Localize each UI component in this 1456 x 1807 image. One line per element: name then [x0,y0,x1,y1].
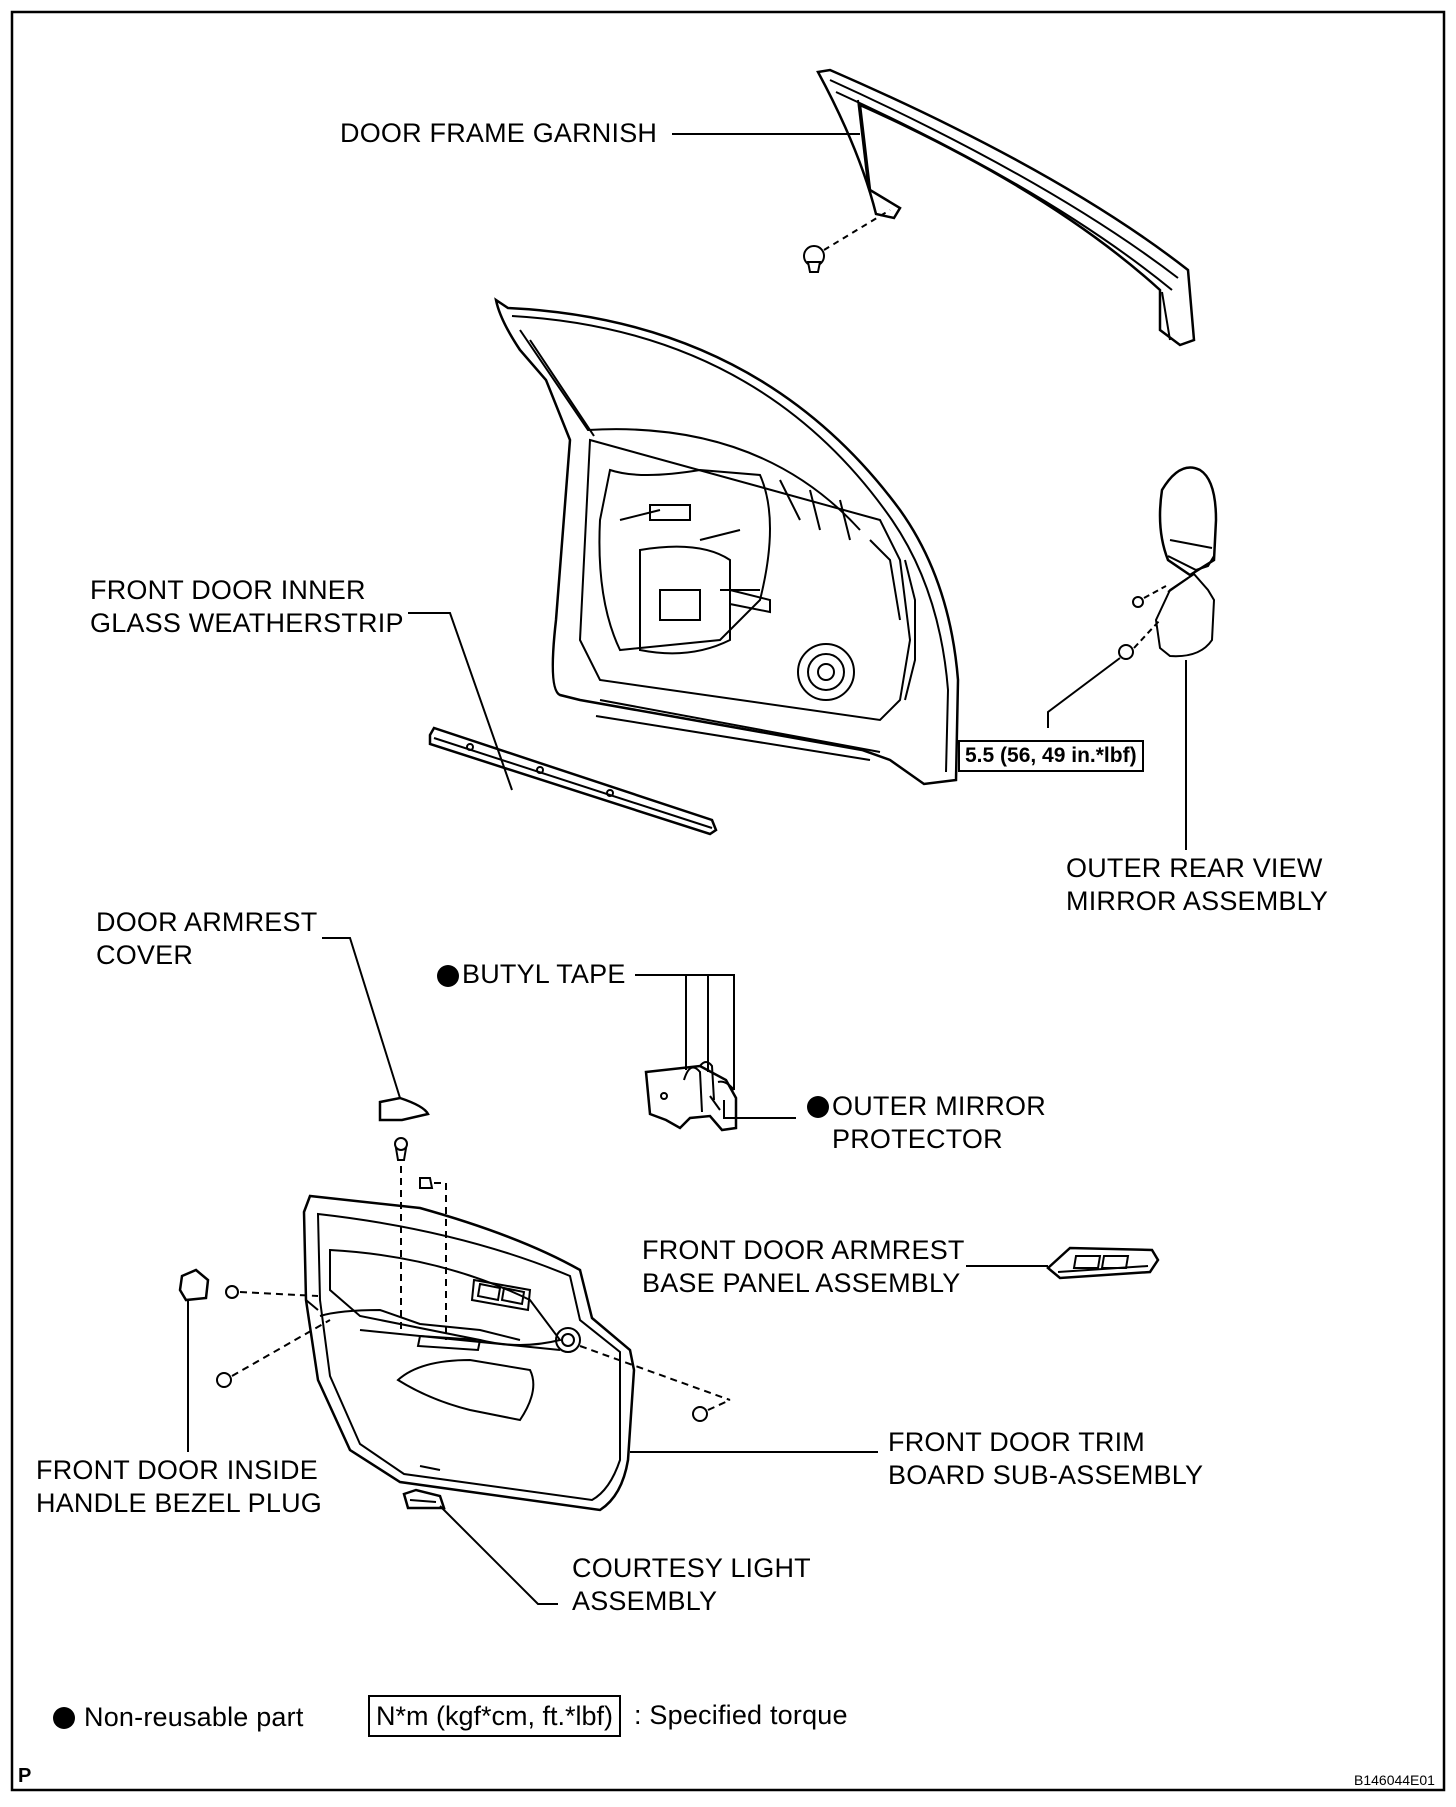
legend-torque-format: N*m (kgf*cm, ft.*lbf) [376,1701,614,1731]
non-reusable-dot-butyl [437,965,459,987]
non-reusable-dot-protector [807,1096,829,1118]
label-outer-mirror: OUTER REAR VIEW MIRROR ASSEMBLY [1066,852,1328,918]
legend-bullet-icon [53,1707,75,1729]
figure-id: B146044E01 [1354,1772,1435,1788]
label-line-2: HANDLE BEZEL PLUG [36,1488,322,1518]
legend-torque-desc: : Specified torque [634,1699,848,1732]
legend-text: : Specified torque [634,1700,848,1730]
label-line-1: DOOR ARMREST [96,907,318,937]
torque-spec-box: 5.5 (56, 49 in.*lbf) [958,740,1144,772]
trim-screws [216,1137,731,1422]
leader-armrest-cover [322,937,401,1099]
label-mirror-protector: OUTER MIRROR PROTECTOR [832,1090,1046,1156]
armrest-base-part [1046,1246,1160,1280]
label-line-1: FRONT DOOR TRIM [888,1427,1145,1457]
label-line-2: BOARD SUB-ASSEMBLY [888,1460,1204,1490]
label-line-1: OUTER REAR VIEW [1066,853,1323,883]
label-line-1: OUTER MIRROR [832,1091,1046,1121]
label-armrest-base: FRONT DOOR ARMREST BASE PANEL ASSEMBLY [642,1234,965,1300]
label-line-2: MIRROR ASSEMBLY [1066,886,1329,916]
leader-torque [1047,657,1121,728]
torque-value: 5.5 (56, 49 in.*lbf) [965,744,1137,767]
label-weatherstrip: FRONT DOOR INNER GLASS WEATHERSTRIP [90,574,404,640]
bezel-plug-part [178,1268,210,1302]
legend-text: Non-reusable part [84,1702,304,1732]
leader-mirror-protector [723,1100,796,1119]
leader-courtesy-light [439,1505,558,1605]
weatherstrip-part [428,726,718,836]
outer-mirror-part [1118,466,1218,660]
label-line-1: FRONT DOOR INNER [90,575,366,605]
label-text: DOOR FRAME GARNISH [340,118,658,148]
leader-butyl-tape [635,974,735,1090]
armrest-cover-part [378,1096,430,1122]
door-frame-garnish-part [816,68,1196,347]
label-text: BUTYL TAPE [462,959,626,989]
front-door-panel [494,297,960,786]
label-line-2: COVER [96,940,194,970]
leader-weatherstrip [408,612,513,791]
label-butyl-tape: BUTYL TAPE [462,958,626,991]
legend-torque-format-box: N*m (kgf*cm, ft.*lbf) [368,1695,622,1737]
label-trim-board: FRONT DOOR TRIM BOARD SUB-ASSEMBLY [888,1426,1203,1492]
courtesy-light-part [402,1488,446,1510]
label-line-1: FRONT DOOR ARMREST [642,1235,965,1265]
label-line-2: BASE PANEL ASSEMBLY [642,1268,961,1298]
label-line-2: ASSEMBLY [572,1586,718,1616]
garnish-clip [803,209,891,273]
trim-board-part [302,1194,636,1512]
legend-non-reusable: Non-reusable part [84,1701,304,1734]
label-line-2: GLASS WEATHERSTRIP [90,608,404,638]
label-line-1: FRONT DOOR INSIDE [36,1455,318,1485]
mirror-protector-part [644,1061,738,1132]
label-courtesy-light: COURTESY LIGHT ASSEMBLY [572,1552,811,1618]
label-line-1: COURTESY LIGHT [572,1553,811,1583]
label-line-2: PROTECTOR [832,1124,1003,1154]
label-bezel-plug: FRONT DOOR INSIDE HANDLE BEZEL PLUG [36,1454,322,1520]
page-mark: P [18,1765,32,1787]
label-armrest-cover: DOOR ARMREST COVER [96,906,317,972]
label-door-frame-garnish: DOOR FRAME GARNISH [340,117,657,150]
